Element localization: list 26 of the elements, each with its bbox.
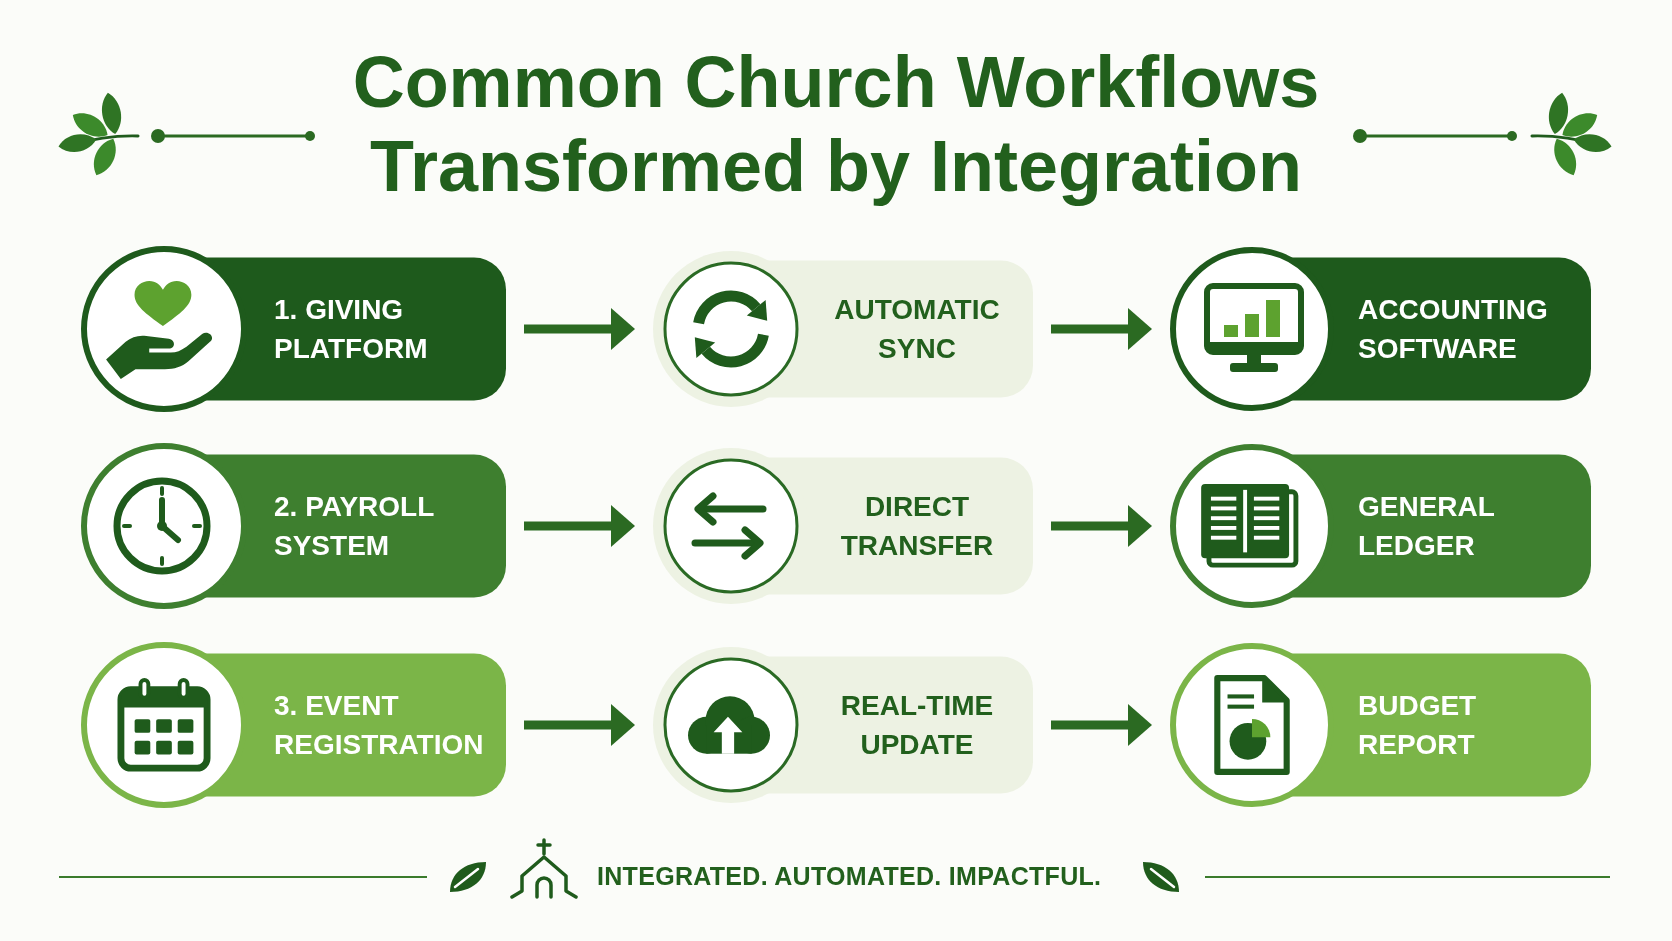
step-label: 2. PAYROLL SYSTEM [274, 490, 435, 563]
arrow [524, 704, 635, 746]
arrow [524, 308, 635, 350]
step-label: BUDGET REPORT [1358, 689, 1478, 762]
title: Common Church Workflows Transformed by Integration [351, 41, 1321, 208]
step-card [653, 448, 1033, 604]
step-card [1170, 247, 1591, 411]
step-label: GENERAL LEDGER [1358, 490, 1496, 563]
arrow [1051, 505, 1152, 547]
step-card [1170, 444, 1591, 608]
step-card [653, 251, 1033, 407]
step-label: DIRECT TRANSFER [839, 490, 995, 563]
tagline: INTEGRATED. AUTOMATED. IMPACTFUL. [597, 861, 1102, 891]
step-card [81, 246, 506, 412]
step-card [653, 647, 1033, 803]
arrow [524, 505, 635, 547]
step-label: 3. EVENT REGISTRATION [274, 689, 485, 762]
step-card [81, 642, 506, 808]
step-label: REAL-TIME UPDATE [839, 689, 995, 762]
arrow [1051, 308, 1152, 350]
step-card [1170, 643, 1591, 807]
step-label: ACCOUNTING SOFTWARE [1358, 293, 1549, 366]
step-label: AUTOMATIC SYNC [833, 293, 1001, 366]
arrow [1051, 704, 1152, 746]
step-label: 1. GIVING PLATFORM [274, 293, 429, 366]
step-card [81, 443, 506, 609]
